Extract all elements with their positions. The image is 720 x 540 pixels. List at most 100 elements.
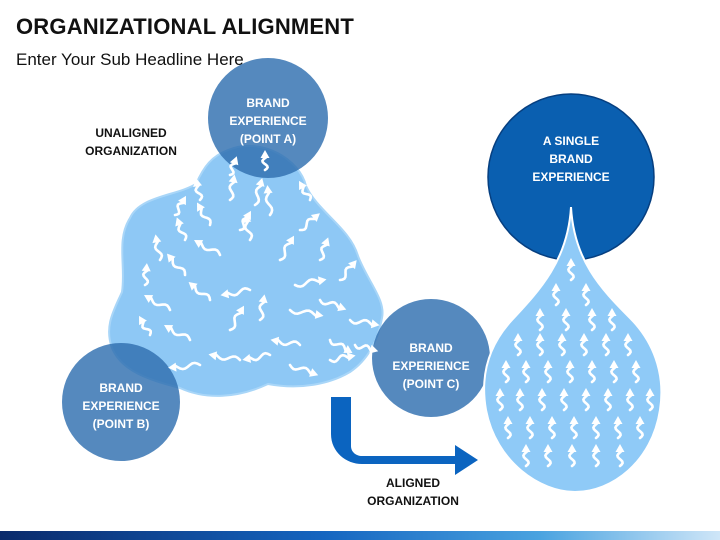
unaligned-arrow — [238, 216, 251, 232]
unaligned-arrow-head — [314, 310, 324, 319]
aligned-arrow — [614, 421, 622, 440]
aligned-arrow-head — [537, 388, 547, 396]
unaligned-arrow-head — [229, 156, 239, 166]
aligned-arrow — [608, 313, 616, 332]
aligned-arrow — [632, 365, 640, 384]
aligned-arrow-head — [569, 416, 579, 424]
unaligned-arrow — [173, 361, 202, 371]
unaligned-arrow — [338, 265, 355, 282]
aligned-arrow-head — [587, 308, 597, 316]
aligned-arrow — [582, 288, 590, 307]
unaligned-arrow-head — [270, 336, 280, 346]
aligned-arrow-head — [559, 388, 569, 396]
unaligned-arrow — [141, 319, 152, 337]
aligned-arrow — [588, 313, 596, 332]
aligned-arrow-head — [609, 360, 619, 368]
aligned-arrow-head — [581, 388, 591, 396]
aligned-arrow — [536, 313, 544, 332]
unaligned-arrow — [276, 338, 302, 347]
unaligned-arrow-head — [260, 150, 270, 158]
aligned-arrow-head — [525, 416, 535, 424]
unaligned-arrow-head — [348, 260, 357, 270]
aligned-arrows — [495, 258, 655, 468]
brand-circle-point-b — [62, 343, 180, 461]
page-title: ORGANIZATIONAL ALIGNMENT — [16, 14, 355, 39]
unaligned-arrow-head — [346, 352, 356, 362]
aligned-arrow-head — [587, 360, 597, 368]
aligned-arrow — [592, 421, 600, 440]
unaligned-arrow-head — [263, 185, 273, 194]
aligned-arrow-head — [521, 360, 531, 368]
unaligned-arrow — [199, 206, 212, 227]
aligned-arrow — [626, 393, 634, 412]
aligned-arrow-head — [645, 388, 655, 396]
unaligned-arrow-head — [164, 325, 174, 333]
unaligned-arrow — [288, 308, 318, 318]
aligned-arrow-head — [521, 444, 531, 452]
aligned-arrow-head — [625, 388, 635, 396]
unaligned-arrow-head — [139, 315, 147, 326]
unaligned-arrow-head — [194, 240, 204, 248]
unaligned-arrow-head — [309, 368, 319, 377]
unaligned-arrow-head — [299, 180, 307, 191]
footer-bar — [0, 531, 720, 540]
unaligned-arrow — [298, 217, 317, 232]
unaligned-arrow — [177, 222, 188, 242]
unaligned-arrow — [228, 311, 244, 332]
unaligned-arrow — [247, 351, 272, 362]
aligned-arrow-head — [631, 360, 641, 368]
unaligned-arrow-head — [310, 213, 320, 222]
aligned-arrow-head — [543, 444, 553, 452]
unaligned-arrow-head — [175, 217, 184, 227]
aligned-arrow-head — [581, 283, 591, 291]
aligned-arrow — [602, 338, 610, 357]
aligned-arrow — [558, 338, 566, 357]
aligned-arrow — [567, 263, 575, 282]
aligned-arrow — [592, 449, 600, 468]
aligned-arrow-head — [623, 333, 633, 341]
unaligned-arrow-head — [258, 294, 268, 304]
unaligned-arrow-head — [317, 276, 327, 286]
unaligned-arrow — [348, 318, 374, 327]
unaligned-arrow — [173, 201, 186, 217]
aligned-arrow — [588, 365, 596, 384]
brand-circle-point-c — [372, 299, 490, 417]
unaligned-arrow — [301, 184, 312, 202]
unaligned-arrow-head — [236, 305, 244, 315]
aligned-arrow-head — [543, 360, 553, 368]
unaligned-arrow-head — [369, 344, 379, 354]
aligned-arrow — [514, 338, 522, 357]
aligned-arrow — [566, 365, 574, 384]
unaligned-arrow — [328, 338, 347, 353]
unaligned-arrow — [199, 240, 222, 257]
unaligned-arrow-head — [228, 174, 238, 184]
unaligned-arrow-head — [255, 178, 265, 187]
unaligned-arrow-head — [370, 319, 380, 329]
aligned-arrow — [570, 421, 578, 440]
unaligned-arrow — [171, 256, 187, 277]
unaligned-arrow — [288, 363, 313, 376]
unaligned-arrow — [214, 352, 242, 362]
aligned-flow-arrow — [331, 397, 478, 475]
aligned-arrow — [522, 449, 530, 468]
unaligned-arrows — [139, 150, 380, 377]
aligned-arrow — [604, 393, 612, 412]
unaligned-arrow-head — [188, 282, 198, 291]
unaligned-arrow-head — [337, 302, 347, 312]
unaligned-arrow-head — [220, 289, 230, 299]
aligned-arrow-head — [515, 388, 525, 396]
aligned-arrow — [516, 393, 524, 412]
aligned-arrow — [544, 449, 552, 468]
aligned-arrow — [580, 338, 588, 357]
aligned-arrow-head — [513, 333, 523, 341]
aligned-arrow — [610, 365, 618, 384]
unaligned-arrow-head — [141, 263, 151, 272]
unaligned-arrow — [194, 183, 204, 202]
unaligned-arrow — [243, 219, 254, 242]
aligned-arrow-head — [579, 333, 589, 341]
unaligned-arrow — [169, 325, 192, 342]
